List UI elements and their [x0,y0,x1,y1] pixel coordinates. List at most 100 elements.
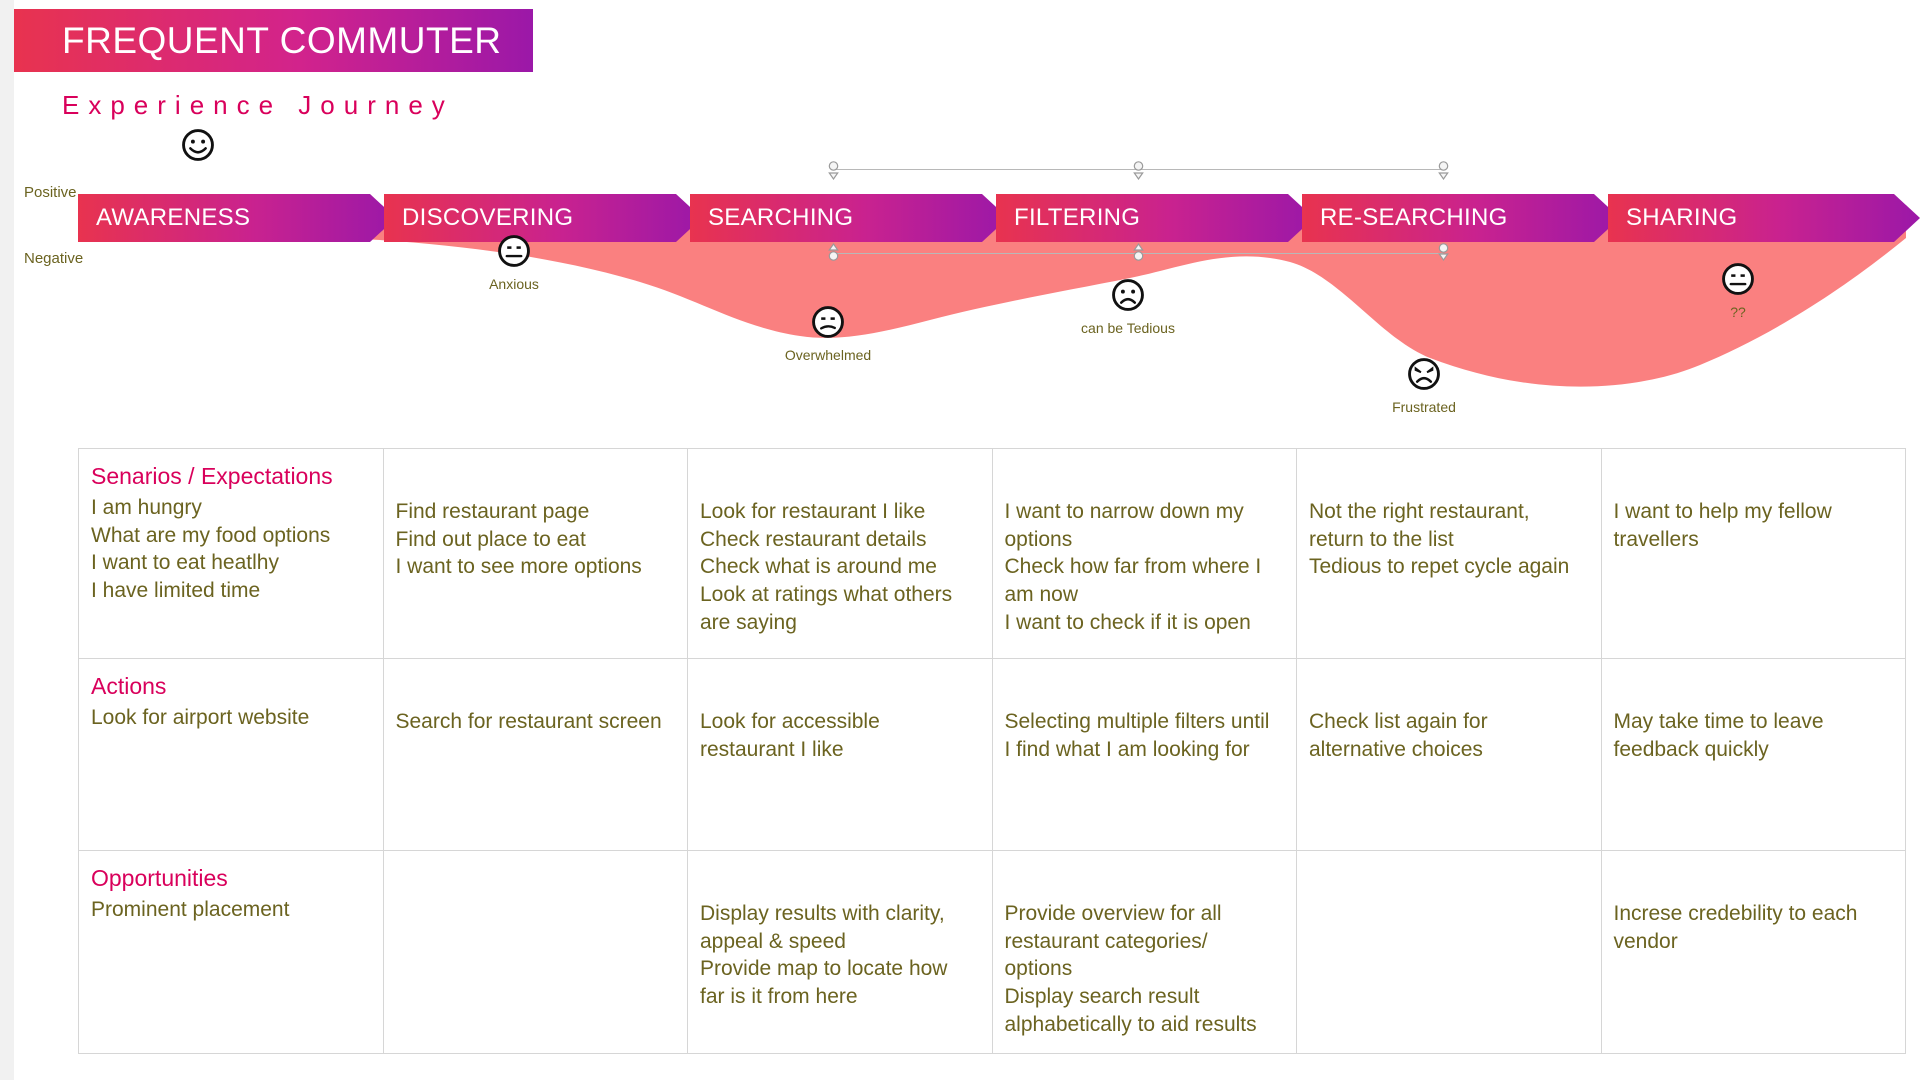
emotion-marker-sharing: ?? [1678,262,1798,320]
cell-actions-searching[interactable]: Look for accessible restaurant I like [687,658,993,851]
cell-line: Find restaurant page [395,500,590,523]
ruler-handle-first-line-indent-icon[interactable] [1437,158,1450,180]
ruler-handle-hanging-indent-icon[interactable] [1132,242,1145,264]
cell-line: May take time to leave feedback quickly [1613,710,1824,761]
cell-line: What are my food options [91,523,331,547]
cell-line: Check restaurant details [700,527,927,551]
cell-actions-discovering[interactable]: Search for restaurant screen [382,658,688,851]
emotion-marker-discovering: Anxious [454,234,574,292]
table-row-actions: Actions Look for airport website Search … [78,658,1906,851]
cell-line: I want to eat heatlhy [91,551,279,575]
cell-line: I want to narrow down my options [1004,500,1244,551]
cell-scenarios-filtering[interactable]: I want to narrow down my options Check h… [991,448,1297,659]
cell-line: Prominent placement [91,898,290,921]
cell-scenarios-awareness[interactable]: Senarios / Expectations I am hungry What… [78,448,384,659]
cell-actions-awareness[interactable]: Actions Look for airport website [78,658,384,851]
cell-opportunities-searching[interactable]: Display results with clarity, appeal & s… [687,850,993,1054]
row-title: Opportunities [91,865,228,891]
cell-line: Provide map to locate how far is it from… [700,957,948,1009]
slide-left-margin [0,0,14,1080]
cell-line: I want to check if it is open [1004,610,1251,634]
happy-face-icon [182,129,214,161]
emotion-marker-filtering: can be Tedious [1068,278,1188,336]
cell-line: I am hungry [91,496,202,519]
row-title: Actions [91,673,167,699]
ruler-top[interactable] [828,158,1449,182]
cell-actions-filtering[interactable]: Selecting multiple filters until I find … [991,658,1297,851]
cell-line: I want to help my fellow travellers [1613,500,1832,551]
stage-filtering[interactable]: FILTERING [996,194,1314,242]
neutral-face-icon [498,235,530,267]
cell-scenarios-discovering[interactable]: Find restaurant page Find out place to e… [382,448,688,659]
cell-line: Display search result alphabetically to … [1004,985,1257,1036]
stage-awareness[interactable]: AWARENESS [78,194,396,242]
cell-line: Check what is around me [700,555,937,579]
cell-line: Check list again for alternative choices [1309,710,1488,761]
cell-line: Provide overview for all restaurant cate… [1004,902,1222,981]
cell-line: Find out place to eat [395,527,586,551]
ruler-handle-hanging-indent-icon[interactable] [827,242,840,264]
emotion-label: can be Tedious [1081,320,1175,336]
emotion-label: Anxious [489,276,539,292]
stage-label: FILTERING [1014,204,1141,231]
slight-frown-face-icon [812,306,844,338]
emotion-label: Frustrated [1392,399,1456,415]
stage-label: DISCOVERING [402,204,574,231]
cell-opportunities-re-searching[interactable] [1296,850,1602,1054]
emotion-label: ?? [1730,304,1746,320]
cell-scenarios-searching[interactable]: Look for restaurant I like Check restaur… [687,448,993,659]
cell-opportunities-filtering[interactable]: Provide overview for all restaurant cate… [991,850,1297,1054]
stage-searching[interactable]: SEARCHING [690,194,1008,242]
cell-scenarios-re-searching[interactable]: Not the right restaurant, return to the … [1296,448,1602,659]
stage-row: AWARENESS DISCOVERING SEARCHING FILTERIN… [78,194,1920,242]
sad-face-icon [1112,279,1144,311]
cell-line: Check how far from where I am now [1004,555,1262,607]
emotion-curve [78,218,1906,387]
journey-band: Positive Negative AWARENESS DISCOVERING … [0,129,1920,430]
cell-line: Look for accessible restaurant I like [700,710,880,761]
angry-face-icon [1408,358,1440,390]
stage-label: AWARENESS [96,204,251,231]
cell-line: Increse credebility to each vendor [1613,902,1858,953]
emotion-marker-awareness [138,128,258,170]
stage-discovering[interactable]: DISCOVERING [384,194,702,242]
cell-opportunities-awareness[interactable]: Opportunities Prominent placement [78,850,384,1054]
cell-line: Look for restaurant I like [700,500,926,523]
cell-line: I have limited time [91,579,261,603]
stage-label: SHARING [1626,204,1738,231]
axis-label-positive: Positive [24,184,77,201]
ruler-handle-first-line-indent-icon[interactable] [1132,158,1145,180]
table-row-opportunities: Opportunities Prominent placement Displa… [78,850,1906,1054]
table-row-scenarios: Senarios / Expectations I am hungry What… [78,448,1906,659]
cell-actions-re-searching[interactable]: Check list again for alternative choices [1296,658,1602,851]
cell-line: Search for restaurant screen [395,710,662,733]
page-title: FREQUENT COMMUTER [62,19,502,61]
ruler-handle-left-indent-icon[interactable] [1437,242,1450,264]
cell-line: Not the right restaurant, return to the … [1309,500,1530,551]
ruler-bottom[interactable] [828,242,1449,266]
cell-line: Selecting multiple filters until I find … [1004,710,1270,761]
emotion-label: Overwhelmed [784,347,872,363]
cell-line: Look at ratings what others are saying [700,583,953,634]
axis-label-negative: Negative [24,250,84,267]
cell-actions-sharing[interactable]: May take time to leave feedback quickly [1600,658,1906,851]
stage-label: SEARCHING [708,204,854,231]
emotion-marker-searching: Overwhelmed [768,305,888,363]
cell-opportunities-sharing[interactable]: Increse credebility to each vendor [1600,850,1906,1054]
stage-label: RE-SEARCHING [1320,204,1508,231]
stage-re-searching[interactable]: RE-SEARCHING [1302,194,1620,242]
cell-opportunities-discovering[interactable] [382,850,688,1054]
stage-sharing[interactable]: SHARING [1608,194,1920,242]
cell-line: I want to see more options [395,555,642,579]
title-banner: FREQUENT COMMUTER [14,9,533,72]
page-subtitle: Experience Journey [62,90,454,120]
cell-line: Display results with clarity, appeal & s… [700,902,945,953]
cell-line: Look for airport website [91,706,310,729]
cell-scenarios-sharing[interactable]: I want to help my fellow travellers [1600,448,1906,659]
cell-line: Tedious to repet cycle again [1309,555,1570,579]
ruler-handle-first-line-indent-icon[interactable] [827,158,840,180]
journey-table: Senarios / Expectations I am hungry What… [78,448,1906,1054]
neutral-face-icon [1722,263,1754,295]
row-title: Senarios / Expectations [91,463,333,489]
